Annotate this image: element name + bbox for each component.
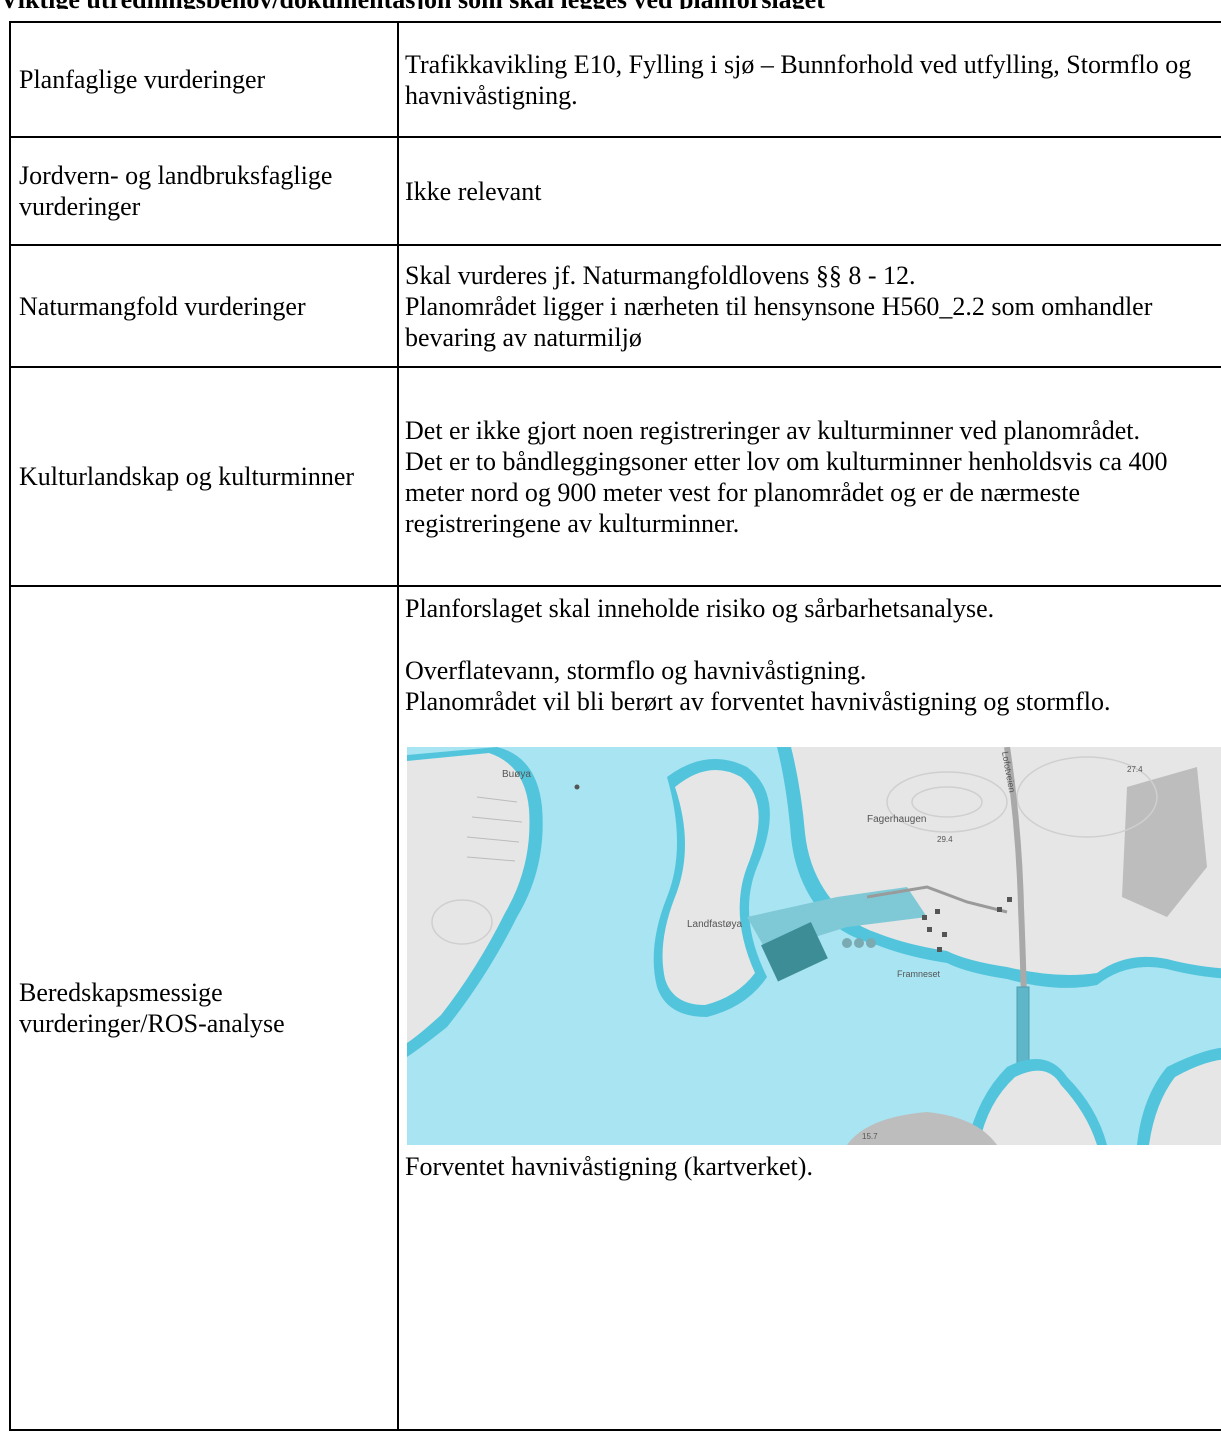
hill-shade	[1122, 767, 1207, 917]
table-row: Beredskapsmessige vurderinger/ROS-analys…	[9, 585, 1221, 1431]
building	[761, 922, 828, 982]
map-label: 15.7	[862, 1132, 878, 1141]
map-image: Buøya Fagerhaugen Landfastøya Framneset …	[407, 747, 1221, 1145]
content-paragraph: Planområdet ligger i nærheten til hensyn…	[405, 291, 1153, 352]
row-content: Ikke relevant	[397, 136, 1221, 246]
row-content: Det er ikke gjort noen registreringer av…	[397, 366, 1221, 587]
row-label: Naturmangfold vurderinger	[9, 244, 399, 368]
row-label: Kulturlandskap og kulturminner	[9, 366, 399, 587]
section-heading: Viktige utredningsbehov/dokumentasjon so…	[0, 0, 1221, 9]
island-landfastoya	[662, 769, 759, 1005]
table-row: Kulturlandskap og kulturminner Det er ik…	[9, 366, 1221, 587]
map-label: 29.4	[937, 835, 953, 844]
map-label: 27.4	[1127, 765, 1143, 774]
southern-land	[979, 1070, 1097, 1145]
map-point	[574, 784, 580, 790]
map-label: Framneset	[897, 969, 941, 979]
content-paragraph: Skal vurderes jf. Naturmangfoldlovens §§…	[405, 260, 916, 290]
content-paragraph: Overflatevann, stormflo og havnivåstigni…	[405, 656, 867, 685]
map-label: Landfastøya	[687, 919, 742, 930]
island-buoya	[407, 753, 530, 1043]
map-caption: Forventet havnivåstigning (kartverket).	[405, 1152, 813, 1181]
content-paragraph: Planområdet vil bli berørt av forventet …	[405, 687, 1111, 716]
sea-level-map: Buøya Fagerhaugen Landfastøya Framneset …	[407, 747, 1221, 1145]
row-content: Skal vurderes jf. Naturmangfoldlovens §§…	[397, 244, 1221, 368]
row-label: Planfaglige vurderinger	[9, 21, 399, 138]
table-row: Jordvern- og landbruksfaglige vurderinge…	[9, 136, 1221, 246]
row-content: Planforslaget skal inneholde risiko og s…	[397, 585, 1221, 1431]
map-label: Buøya	[502, 769, 531, 780]
content-paragraph: Planforslaget skal inneholde risiko og s…	[405, 594, 995, 623]
row-label: Beredskapsmessige vurderinger/ROS-analys…	[9, 585, 399, 1431]
table-row: Naturmangfold vurderinger Skal vurderes …	[9, 244, 1221, 368]
row-content: Trafikkavikling E10, Fylling i sjø – Bun…	[397, 21, 1221, 138]
content-paragraph: Ikke relevant	[405, 176, 542, 206]
row-label: Jordvern- og landbruksfaglige vurderinge…	[9, 136, 399, 246]
map-label: Fagerhaugen	[867, 814, 927, 825]
content-paragraph: Det er to båndleggingsoner etter lov om …	[405, 446, 1168, 538]
content-paragraph: Det er ikke gjort noen registreringer av…	[405, 415, 1140, 445]
content-paragraph: Trafikkavikling E10, Fylling i sjø – Bun…	[405, 49, 1192, 110]
table-row: Planfaglige vurderinger Trafikkavikling …	[9, 21, 1221, 138]
requirements-table: Planfaglige vurderinger Trafikkavikling …	[9, 21, 1221, 1431]
